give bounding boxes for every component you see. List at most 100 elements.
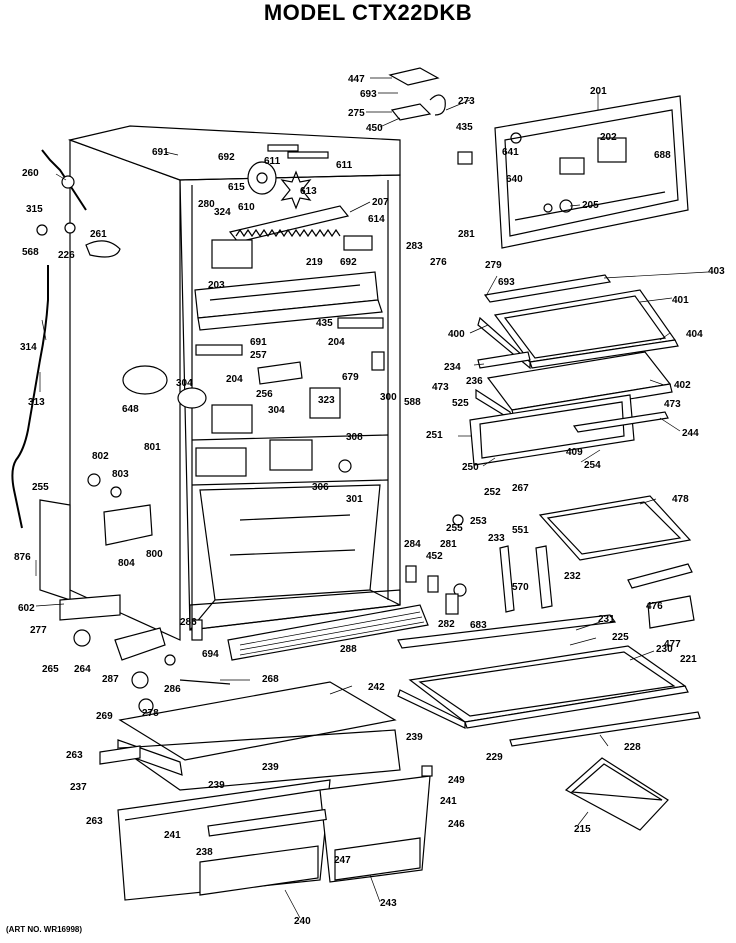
leader-lines: [35, 77, 709, 919]
callout-label: 679: [342, 372, 359, 383]
callout-label: 236: [466, 376, 483, 387]
callout-label: 473: [432, 382, 449, 393]
callout-label: 225: [612, 632, 629, 643]
callout-label: 301: [346, 494, 363, 505]
callout-label: 249: [448, 775, 465, 786]
callout-label: 688: [654, 150, 671, 161]
callout-label: 276: [430, 257, 447, 268]
callout-label: 231: [598, 614, 615, 625]
lower-small-parts: [99, 514, 467, 777]
callout-label: 308: [346, 432, 363, 443]
callout-label: 203: [208, 280, 225, 291]
callout-label: 476: [646, 601, 663, 612]
callout-label: 435: [316, 318, 333, 329]
callout-label: 241: [164, 830, 181, 841]
callout-label: 402: [674, 380, 691, 391]
callout-label: 267: [512, 483, 529, 494]
callout-label: 240: [294, 916, 311, 927]
callout-label: 692: [340, 257, 357, 268]
callout-label: 315: [26, 204, 43, 215]
callout-label: 261: [90, 229, 107, 240]
callout-label: 640: [506, 174, 523, 185]
callout-label: 239: [208, 780, 225, 791]
callout-label: 230: [656, 644, 673, 655]
callout-label: 239: [262, 762, 279, 773]
callout-label: 683: [470, 620, 487, 631]
callout-label: 207: [372, 197, 389, 208]
control-panel: [494, 95, 689, 249]
left-small-parts: [36, 175, 153, 647]
fresh-food-shelves: [469, 274, 679, 466]
callout-label: 229: [486, 752, 503, 763]
door-bins: [538, 495, 695, 629]
callout-label: 268: [262, 674, 279, 685]
callout-label: 201: [590, 86, 607, 97]
thermostat-housing: [388, 67, 473, 165]
callout-label: 452: [426, 551, 443, 562]
callout-label: 693: [360, 89, 377, 100]
callout-label: 284: [404, 539, 421, 550]
callout-label: 876: [14, 552, 31, 563]
callout-label: 450: [366, 123, 383, 134]
crisper-assembly: [117, 681, 431, 901]
callout-label: 250: [462, 462, 479, 473]
callout-label: 234: [444, 362, 461, 373]
callout-label: 588: [404, 397, 421, 408]
callout-label: 314: [20, 342, 37, 353]
callout-label: 256: [256, 389, 273, 400]
callout-label: 202: [600, 132, 617, 143]
callout-label: 478: [672, 494, 689, 505]
callout-label: 568: [22, 247, 39, 258]
callout-label: 648: [122, 404, 139, 415]
callout-label: 219: [306, 257, 323, 268]
shelf-rails: [499, 545, 553, 613]
callout-label: 694: [202, 649, 219, 660]
callout-label: 281: [458, 229, 475, 240]
callout-label: 602: [18, 603, 35, 614]
lower-shelf: [397, 614, 701, 747]
callout-label: 241: [440, 796, 457, 807]
callout-label: 610: [238, 202, 255, 213]
callout-label: 251: [426, 430, 443, 441]
mid-components: [122, 317, 385, 477]
callout-label: 255: [32, 482, 49, 493]
callout-label: 691: [250, 337, 267, 348]
callout-label: 802: [92, 451, 109, 462]
callout-label: 611: [336, 160, 353, 171]
callout-label: 804: [118, 558, 135, 569]
callout-label: 304: [176, 378, 193, 389]
callout-label: 233: [488, 533, 505, 544]
callout-label: 323: [318, 395, 335, 406]
callout-label: 477: [664, 639, 681, 650]
callout-label: 801: [144, 442, 161, 453]
door-bin-215: [564, 757, 669, 831]
callout-label: 551: [512, 525, 529, 536]
callout-label: 280: [198, 199, 215, 210]
callout-label: 279: [485, 260, 502, 271]
callout-label: 447: [348, 74, 365, 85]
callout-label: 263: [66, 750, 83, 761]
callout-label: 324: [214, 207, 231, 218]
callout-label: 800: [146, 549, 163, 560]
callout-label: 404: [686, 329, 703, 340]
callout-label: 238: [196, 847, 213, 858]
callout-label: 313: [28, 397, 45, 408]
callout-label: 260: [22, 168, 39, 179]
callout-label: 263: [86, 816, 103, 827]
callout-label: 304: [268, 405, 285, 416]
callout-label: 614: [368, 214, 385, 225]
callout-label: 237: [70, 782, 87, 793]
callout-label: 611: [264, 156, 281, 167]
callout-label: 278: [142, 708, 159, 719]
callout-label: 613: [300, 186, 317, 197]
diagram-title: MODEL CTX22DKB: [263, 0, 473, 25]
mullion-bars: [194, 271, 383, 331]
art-number: (ART NO. WR16998): [6, 925, 83, 934]
callout-label: 226: [58, 250, 75, 261]
callout-label: 281: [440, 539, 457, 550]
callout-label: 221: [680, 654, 697, 665]
callout-label: 286: [164, 684, 181, 695]
callout-label: 239: [406, 732, 423, 743]
